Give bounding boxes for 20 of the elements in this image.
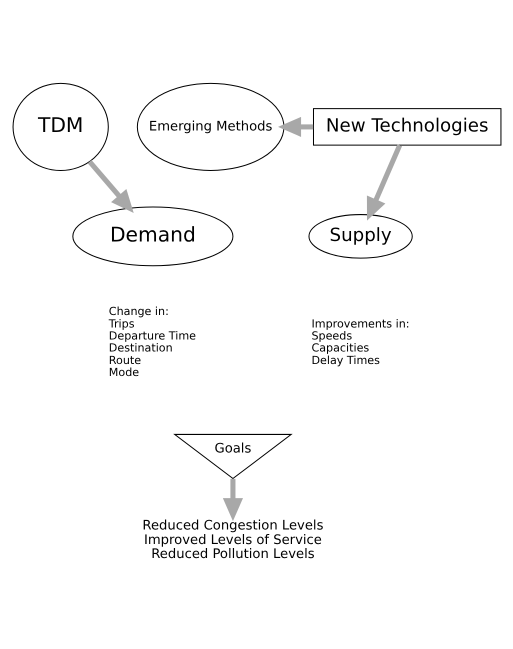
node-label: Capacities [310, 342, 369, 355]
node-label: Change in: [108, 305, 168, 318]
node-label: Mode [108, 366, 139, 379]
node-label: Delay Times [310, 354, 380, 367]
node-label: Improvements in: [310, 317, 410, 330]
arrow [222, 478, 243, 522]
node-label: Route [108, 354, 141, 367]
arrow [366, 144, 402, 221]
node-ellipse: Supply [308, 214, 412, 259]
node-box: New Technologies [312, 108, 501, 146]
node-label: Speeds [310, 329, 352, 342]
node-ellipse: Emerging Methods [136, 82, 284, 171]
arrow [278, 116, 313, 137]
node-label: Departure Time [108, 329, 196, 342]
node-circle: TDM [12, 82, 108, 171]
arrow [87, 160, 134, 214]
node-label: Destination [108, 342, 172, 355]
node-text: Reduced Congestion Levels Improved Levels of Service Reduced Pollution Levels [142, 518, 323, 562]
node-label: Trips [108, 317, 134, 330]
node-ellipse: Demand [72, 206, 233, 266]
